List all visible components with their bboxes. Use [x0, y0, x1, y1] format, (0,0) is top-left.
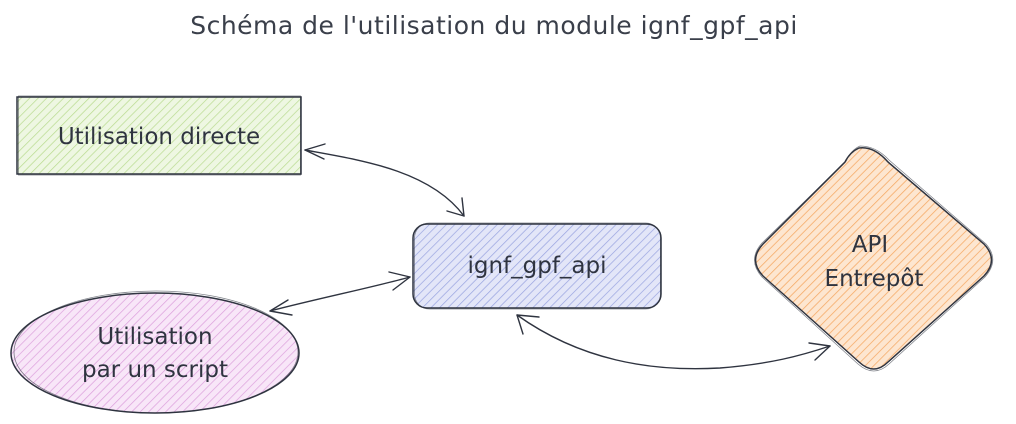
api-label-line2: Entrepôt — [825, 266, 924, 292]
direct-use-label: Utilisation directe — [58, 124, 260, 150]
api-label-line1: API — [852, 232, 888, 258]
api-shape — [754, 147, 993, 370]
edge-library-api-arrowhead-end — [808, 342, 831, 361]
edge-direct-to-library — [304, 143, 465, 217]
edge-library-api-arrowhead-start — [516, 314, 540, 335]
node-direct-use: Utilisation directe — [16, 95, 302, 176]
edge-script-library-arrowhead-start — [269, 299, 293, 316]
direct-use-shape — [16, 96, 302, 175]
edge-library-to-api — [516, 314, 831, 370]
library-label: ignf_gpf_api — [467, 253, 606, 279]
script-use-label-line2: par un script — [82, 357, 228, 383]
edge-script-to-library — [269, 271, 411, 316]
library-sketch-outline — [414, 222, 661, 310]
diagram-title: Schéma de l'utilisation du module ignf_g… — [190, 11, 798, 40]
api-sketch-outline — [754, 145, 994, 372]
node-api: API Entrepôt — [754, 145, 994, 372]
edge-library-api-line — [516, 314, 831, 370]
edge-script-library-arrowhead-end — [388, 271, 411, 291]
library-shape — [412, 223, 662, 309]
edge-script-library-line — [269, 276, 411, 312]
script-use-sketch-outline — [13, 290, 299, 414]
edge-direct-library-arrowhead-start — [304, 143, 326, 160]
edge-direct-library-line — [304, 149, 465, 217]
direct-use-sketch-outline — [18, 95, 301, 176]
node-library: ignf_gpf_api — [412, 222, 662, 310]
edge-direct-library-arrowhead-end — [446, 197, 465, 217]
node-script-use: Utilisation par un script — [10, 290, 300, 414]
script-use-label-line1: Utilisation — [97, 324, 212, 350]
